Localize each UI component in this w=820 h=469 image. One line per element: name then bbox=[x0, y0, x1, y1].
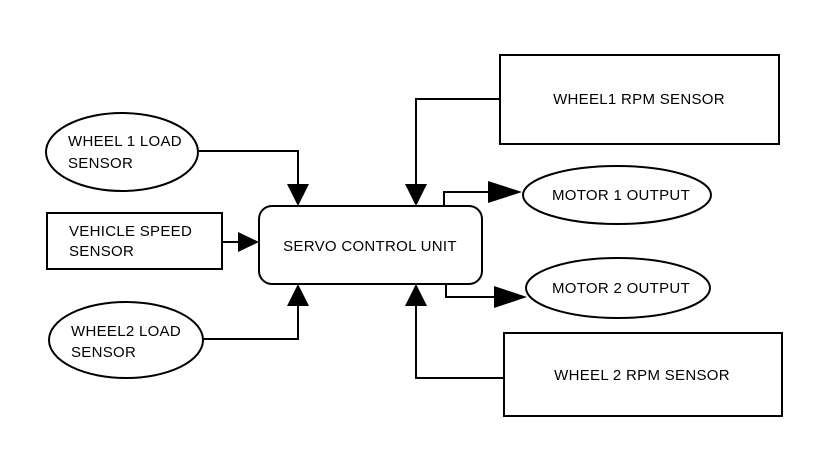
node-label: SERVO CONTROL UNIT bbox=[283, 238, 457, 255]
rect-shape bbox=[503, 332, 783, 417]
node-label-line1: WHEEL 1 LOAD bbox=[68, 133, 182, 150]
arrowhead-down bbox=[287, 184, 309, 206]
node-label-line2: SENSOR bbox=[69, 243, 134, 260]
arrowhead-right bbox=[238, 232, 259, 252]
node-wheel1-load-sensor: WHEEL 1 LOAD SENSOR bbox=[45, 112, 199, 192]
node-label-line1: VEHICLE SPEED bbox=[69, 223, 192, 240]
ellipse-shape bbox=[525, 257, 711, 319]
node-wheel1-rpm-sensor: WHEEL1 RPM SENSOR bbox=[499, 54, 780, 145]
arrowhead-up bbox=[287, 284, 309, 306]
edge-wheel1-load-to-servo bbox=[197, 150, 299, 186]
node-label-line1: WHEEL2 LOAD bbox=[71, 323, 181, 340]
rounded-rect-shape bbox=[258, 205, 483, 285]
node-wheel2-rpm-sensor: WHEEL 2 RPM SENSOR bbox=[503, 332, 783, 417]
node-label: WHEEL 2 RPM SENSOR bbox=[554, 367, 730, 384]
node-servo-control-unit: SERVO CONTROL UNIT bbox=[258, 205, 483, 285]
edge-servo-to-motor1 bbox=[443, 191, 500, 206]
node-label: WHEEL1 RPM SENSOR bbox=[553, 91, 725, 108]
node-label: MOTOR 1 OUTPUT bbox=[552, 187, 690, 204]
connectors bbox=[197, 98, 527, 379]
node-motor1-output: MOTOR 1 OUTPUT bbox=[522, 165, 712, 225]
arrowhead-down bbox=[405, 184, 427, 206]
ellipse-shape bbox=[45, 112, 199, 192]
node-label-line2: SENSOR bbox=[71, 344, 136, 361]
edge-wheel2-load-to-servo bbox=[202, 304, 299, 340]
edge-servo-to-motor2 bbox=[445, 284, 506, 298]
arrowhead-up bbox=[405, 284, 427, 306]
rect-shape bbox=[499, 54, 780, 145]
ellipse-shape bbox=[48, 301, 204, 379]
edge-wheel2-rpm-to-servo bbox=[415, 304, 504, 379]
node-motor2-output: MOTOR 2 OUTPUT bbox=[525, 257, 711, 319]
edge-wheel1-rpm-to-servo bbox=[415, 98, 500, 186]
ellipse-shape bbox=[522, 165, 712, 225]
node-label: MOTOR 2 OUTPUT bbox=[552, 280, 690, 297]
node-label-line2: SENSOR bbox=[68, 155, 133, 172]
arrowhead-right bbox=[488, 181, 522, 203]
arrowhead-right bbox=[494, 286, 527, 308]
node-vehicle-speed-sensor: VEHICLE SPEED SENSOR bbox=[46, 212, 223, 270]
rect-shape bbox=[46, 212, 223, 270]
node-wheel2-load-sensor: WHEEL2 LOAD SENSOR bbox=[48, 301, 204, 379]
